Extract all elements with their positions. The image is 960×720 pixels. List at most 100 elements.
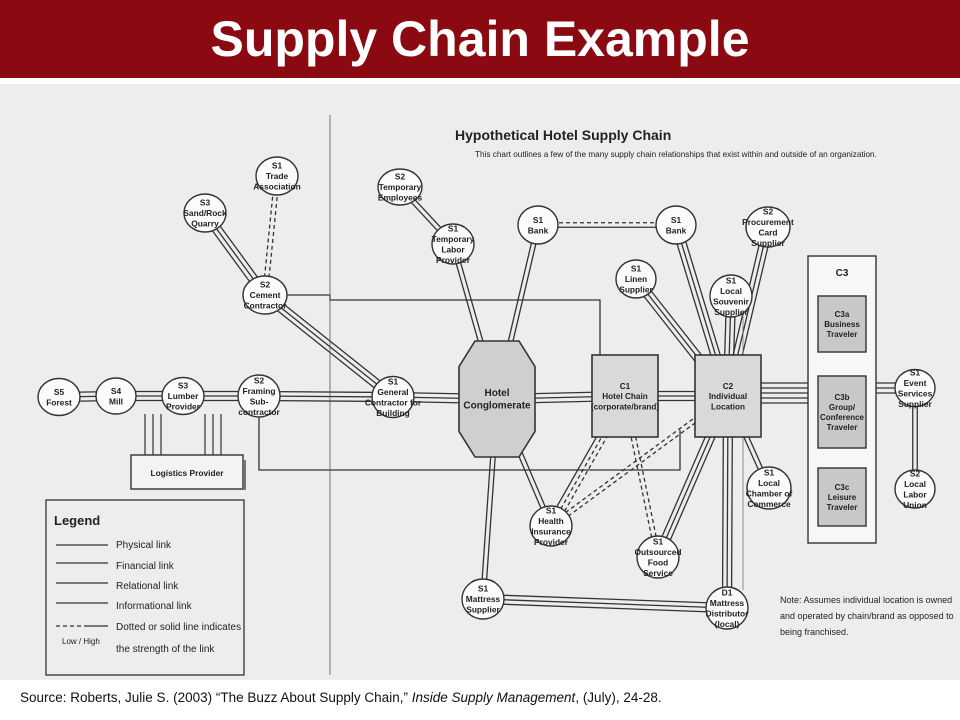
s2_labor-label: S2	[910, 468, 921, 478]
c3a-label: Traveler	[827, 330, 858, 339]
s2_temp-label: Temporary	[379, 182, 422, 192]
s1_labor-label: Temporary	[432, 234, 475, 244]
connector-line	[265, 294, 601, 356]
d1-label: Distributor	[706, 608, 750, 618]
s1_general-label: S1	[388, 376, 399, 386]
s1_labor-label: Provider	[436, 255, 471, 265]
s3_sand-label: S3	[200, 198, 211, 208]
s1_event-label: Supplier	[898, 399, 932, 409]
s1_souvenir-label: Supplier	[714, 307, 748, 317]
node-ellipse	[705, 586, 749, 630]
node-shapes: S1TradeAssociationS3Sand/RockQuarryS2Cem…	[37, 156, 936, 630]
node-ellipse	[745, 206, 791, 248]
link-s1_mattress-d1	[482, 598, 728, 609]
node-ellipse	[431, 223, 475, 265]
hotel-label: Conglomerate	[463, 400, 531, 411]
node-ellipse	[615, 259, 657, 299]
title-bar	[0, 0, 960, 78]
link-s2_cement-s1_general	[264, 294, 394, 398]
s1_health-label: S1	[546, 505, 557, 515]
s1_bank2-label: Bank	[666, 225, 687, 235]
link-s2_framing-s1_general	[259, 390, 394, 394]
s1_food-label: Service	[643, 568, 673, 578]
c3b-label: C3b	[834, 393, 849, 402]
s1_general-label: Contractor for	[365, 397, 422, 407]
link-c1-s1_food	[622, 396, 657, 558]
note-line-1: Note: Assumes individual location is own…	[780, 595, 952, 605]
d1-label: (local)	[715, 619, 740, 629]
node-ellipse	[95, 377, 137, 415]
node-box	[817, 467, 867, 527]
node-c3: C3C3aBusinessTravelerC3bGroup/Conference…	[807, 255, 877, 544]
c3b-label: Conference	[820, 413, 865, 422]
note-line-3: being franchised.	[780, 627, 849, 637]
link-s2_cement-s1_general	[261, 298, 391, 402]
s2_cement-label: Contractor	[244, 301, 288, 311]
legend: Legend Physical link Financial link Rela…	[45, 499, 245, 676]
legend-low-high: Low / High	[62, 637, 100, 646]
s1_mattress-label: Mattress	[466, 594, 501, 604]
s4_mill-label: S4	[111, 386, 122, 396]
node-ellipse	[37, 377, 81, 417]
s1_chamber-label: S1	[764, 467, 775, 477]
s1_health-label: Provider	[534, 537, 569, 547]
s1_trade-label: Association	[253, 182, 300, 192]
node-ellipse	[255, 156, 299, 196]
node-ellipse	[655, 205, 697, 245]
legend-dotted-1: Dotted or solid line indicates	[116, 622, 241, 633]
s5_forest-label: Forest	[46, 397, 72, 407]
c1-label: Hotel Chain	[602, 392, 648, 401]
node-ellipse	[161, 376, 205, 416]
node-ellipse	[746, 466, 792, 510]
s1_trade-label: S1	[272, 161, 283, 171]
s2_framing-label: Framing	[242, 386, 275, 396]
s2_card-label: Supplier	[751, 238, 785, 248]
s1_bank1-label: Bank	[528, 225, 549, 235]
c3c-label: Traveler	[827, 503, 858, 512]
s1_bank1-label: S1	[533, 215, 544, 225]
link-s2_cement-s1_general	[267, 290, 397, 394]
legend-relational: Relational link	[116, 581, 179, 592]
s1_bank2-label: S1	[671, 215, 682, 225]
s3_sand-label: Quarry	[191, 219, 219, 229]
c2-label: Individual	[709, 392, 747, 401]
node-box	[694, 354, 762, 438]
c3a-label: Business	[824, 320, 860, 329]
s2_framing-label: Sub-	[250, 396, 269, 406]
d1-label: Mattress	[710, 598, 745, 608]
note-line-2: and operated by chain/brand as opposed t…	[780, 611, 954, 621]
s2_framing-label: contractor	[238, 407, 280, 417]
node-ellipse	[894, 469, 936, 509]
slide-title: Supply Chain Example	[210, 11, 750, 67]
s2_cement-label: Cement	[250, 290, 281, 300]
s4_mill-label: Mill	[109, 396, 123, 406]
legend-physical: Physical link	[116, 540, 172, 551]
s1_souvenir-label: Souvenir	[713, 296, 750, 306]
s2_framing-label: S2	[254, 375, 265, 385]
link-s2_framing-s1_general	[258, 399, 393, 403]
supply-chain-diagram: S1TradeAssociationS3Sand/RockQuarryS2Cem…	[37, 115, 954, 676]
diagram-subtitle: This chart outlines a few of the many su…	[475, 150, 877, 159]
s2_card-label: Card	[758, 227, 777, 237]
s1_souvenir-label: Local	[720, 286, 742, 296]
s1_souvenir-label: S1	[726, 275, 737, 285]
